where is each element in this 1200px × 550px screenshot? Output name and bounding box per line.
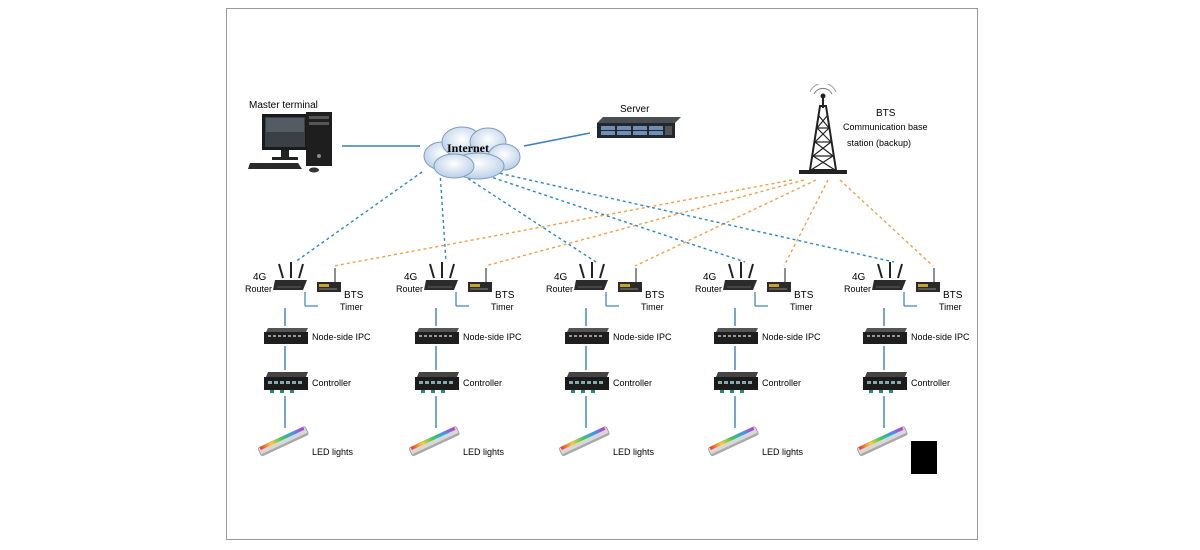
column-4-controller-label: Controller	[762, 378, 802, 388]
column-3-ipc-icon	[565, 328, 609, 344]
column-3-bts-label: BTS	[645, 290, 665, 301]
column-5-redaction-box	[911, 441, 937, 474]
column-3-bts-timer-icon	[618, 268, 642, 292]
server-rack-icon	[597, 117, 681, 138]
column-5-timer-label: Timer	[939, 302, 962, 312]
column-3-controller-icon	[565, 372, 609, 393]
column-3-router-label-4g: 4G	[554, 272, 568, 283]
column-5-ipc-label: Node-side IPC	[911, 332, 970, 342]
column-3-ipc-label: Node-side IPC	[613, 332, 672, 342]
desktop-computer-icon	[248, 112, 332, 173]
column-5-router-label-4g: 4G	[852, 272, 866, 283]
column-4-led-light-icon	[708, 426, 759, 457]
column-4-router-label-router: Router	[695, 284, 723, 294]
column-1-controller-icon	[264, 372, 308, 393]
column-4-backup-dashed-link	[783, 179, 829, 267]
column-4-internet-dashed-link	[475, 171, 746, 263]
column-2-router-label-router: Router	[396, 284, 424, 294]
column-2-router-icon	[424, 262, 458, 290]
column-3-controller-label: Controller	[613, 378, 653, 388]
internet-label: Internet	[447, 141, 489, 155]
column-1-ipc-icon	[264, 328, 308, 344]
column-3-timer-label: Timer	[641, 302, 664, 312]
column-1-internet-dashed-link	[294, 171, 423, 263]
column-2-backup-dashed-link	[484, 179, 805, 267]
column-5-controller-icon	[863, 372, 907, 393]
column-2-router-label-4g: 4G	[404, 272, 418, 283]
bts-desc-line2: station (backup)	[847, 138, 912, 148]
column-5-router-icon	[872, 262, 906, 290]
internet-cloud-icon	[423, 126, 521, 180]
column-3-internet-dashed-link	[457, 171, 597, 263]
column-1-controller-label: Controller	[312, 378, 352, 388]
column-5-bts-timer-icon	[916, 268, 940, 292]
column-5-router-label-router: Router	[844, 284, 872, 294]
column-4-router-label-4g: 4G	[703, 272, 717, 283]
column-3-led-label: LED lights	[613, 447, 655, 457]
column-3-led-light-icon	[559, 426, 610, 457]
column-1-router-icon	[273, 262, 307, 290]
column-2-controller-icon	[415, 372, 459, 393]
column-4-ipc-label: Node-side IPC	[762, 332, 821, 342]
internet-server-link	[523, 132, 591, 147]
bts-desc-line1: Communication base	[843, 122, 928, 132]
column-2-led-light-icon	[409, 426, 460, 457]
column-1-bts-label: BTS	[344, 290, 364, 301]
column-4-bts-label: BTS	[794, 290, 814, 301]
column-3-router-label-router: Router	[546, 284, 574, 294]
vertical-links	[284, 292, 917, 428]
column-1-led-light-icon	[258, 426, 309, 457]
column-2-timer-label: Timer	[491, 302, 514, 312]
column-2-controller-label: Controller	[463, 378, 503, 388]
column-4-ipc-icon	[714, 328, 758, 344]
column-1-bts-timer-icon	[317, 268, 341, 292]
column-4-timer-label: Timer	[790, 302, 813, 312]
column-4-controller-icon	[714, 372, 758, 393]
column-5-internet-dashed-link	[493, 171, 895, 263]
server-label: Server	[620, 104, 650, 115]
column-2-ipc-icon	[415, 328, 459, 344]
column-1-led-label: LED lights	[312, 447, 354, 457]
column-4-bts-timer-icon	[767, 268, 791, 292]
column-2-bts-label: BTS	[495, 290, 515, 301]
column-3-router-icon	[574, 262, 608, 290]
column-4-router-icon	[723, 262, 757, 290]
column-2-bts-timer-icon	[468, 268, 492, 292]
column-2-internet-dashed-link	[439, 171, 447, 263]
column-1-router-label-router: Router	[245, 284, 273, 294]
column-5-controller-label: Controller	[911, 378, 951, 388]
master-terminal-label: Master terminal	[249, 100, 318, 111]
column-1-ipc-label: Node-side IPC	[312, 332, 371, 342]
column-4-led-label: LED lights	[762, 447, 804, 457]
column-5-ipc-icon	[863, 328, 907, 344]
dashed-links	[294, 171, 934, 267]
column-1-router-label-4g: 4G	[253, 272, 267, 283]
column-5-led-light-icon	[857, 426, 908, 457]
column-5-bts-label: BTS	[943, 290, 963, 301]
column-2-ipc-label: Node-side IPC	[463, 332, 522, 342]
bts-tower-icon	[799, 84, 847, 174]
bts-title: BTS	[876, 108, 896, 119]
column-2-led-label: LED lights	[463, 447, 505, 457]
column-1-timer-label: Timer	[340, 302, 363, 312]
